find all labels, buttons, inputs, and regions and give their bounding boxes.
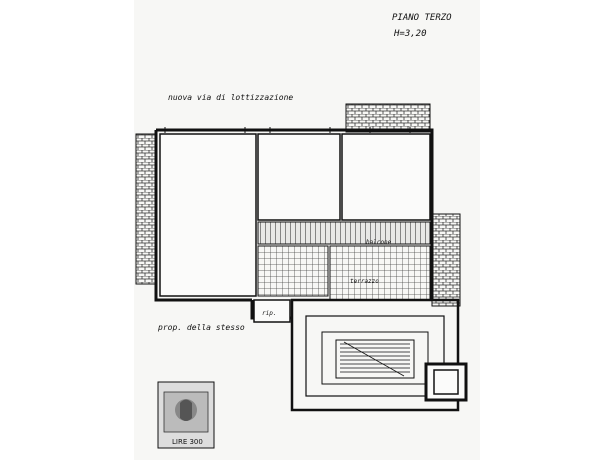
small-room-label: rip. [262,310,276,317]
room-large-left [159,133,257,297]
height-label: H=3,20 [393,29,427,39]
left-brick-wall [135,133,157,285]
terrace-label: terrazzo [350,278,379,285]
balcony-label: balcone [366,239,392,246]
stairwell [290,298,460,412]
tiled-area-right [329,245,431,301]
street-label: nuova via di lottizzazione [168,93,293,102]
corridor-band [257,221,431,245]
top-balcony-brick [345,103,431,133]
stair-treads [340,341,410,377]
lift-car [433,369,459,395]
right-brick-wall [431,213,461,307]
room-right [341,133,431,221]
property-label: prop. della stesso [157,323,245,332]
stamp-value: LIRE 300 [172,438,203,446]
tiled-area-left [257,245,329,297]
floor-label: PIANO TERZO [392,13,452,23]
small-room [253,299,291,323]
revenue-stamp: LIRE 300 [157,381,215,449]
room-middle [257,133,341,221]
window-marks [164,127,411,133]
